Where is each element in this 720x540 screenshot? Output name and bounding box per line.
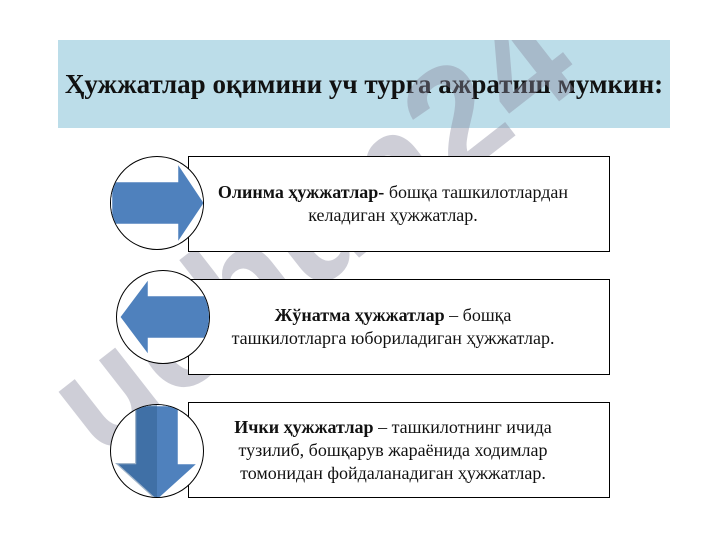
item-text: Ички ҳужжатлар – ташкилотнинг ичида тузи…	[189, 416, 609, 485]
page-title: Ҳужжатлар оқимини уч турга ажратиш мумки…	[64, 69, 664, 99]
item-card-outgoing: Жўнатма ҳужжатлар – бошқа ташкилотларга …	[188, 279, 610, 375]
item-circle-internal	[110, 404, 204, 498]
item-term: Олинма ҳужжатлар-	[217, 182, 385, 202]
item-description: бошқа ташкилотлардан келадиган ҳужжатлар…	[308, 182, 569, 225]
item-description: – ташкилотнинг ичида тузилиб, бошқарув ж…	[238, 416, 552, 483]
arrow-left-icon	[117, 273, 209, 361]
item-card-incoming: Олинма ҳужжатлар- бошқа ташкилотлардан к…	[188, 156, 610, 252]
item-text: Олинма ҳужжатлар- бошқа ташкилотлардан к…	[189, 181, 609, 227]
item-term: Ички ҳужжатлар	[234, 416, 374, 437]
item-term: Жўнатма ҳужжатлар	[274, 305, 445, 325]
arrow-right-icon	[111, 157, 203, 249]
item-description: – бошқа ташкилотларга юбориладиган ҳужжа…	[231, 305, 555, 348]
item-circle-outgoing	[116, 270, 210, 364]
title-banner: Ҳужжатлар оқимини уч турга ажратиш мумки…	[58, 40, 670, 128]
arrow-down-icon	[111, 405, 203, 497]
item-text: Жўнатма ҳужжатлар – бошқа ташкилотларга …	[189, 304, 609, 350]
item-card-internal: Ички ҳужжатлар – ташкилотнинг ичида тузи…	[188, 402, 610, 498]
item-circle-incoming	[110, 156, 204, 250]
